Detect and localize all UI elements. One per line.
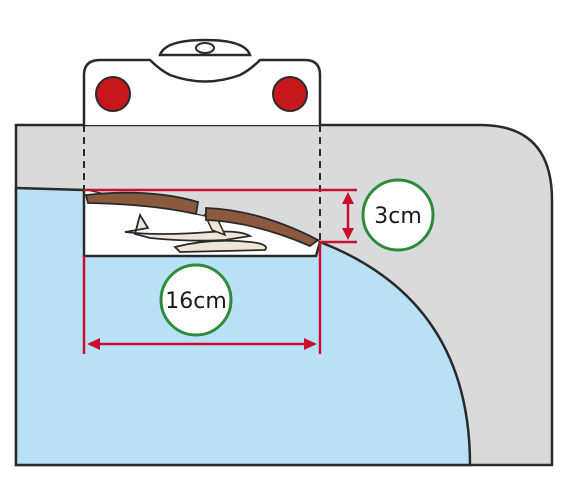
- height-arrow-top: [342, 192, 354, 204]
- mechanism-base: [173, 239, 267, 253]
- height-dimension: 3cm: [84, 178, 435, 252]
- width-badge: [159, 263, 233, 337]
- width-arrow-right: [304, 338, 317, 350]
- height-label: 3cm: [374, 204, 422, 229]
- overflow-cover-icon: [82, 38, 322, 125]
- height-badge: [361, 178, 435, 252]
- wood-cap-right: [205, 207, 320, 248]
- wood-cap-left: [84, 191, 200, 216]
- mechanism-stem: [124, 212, 253, 242]
- width-arrow-left: [87, 338, 100, 350]
- height-arrow-bottom: [342, 228, 354, 240]
- left-indicator-light: [95, 76, 131, 112]
- cover-body: [82, 58, 322, 125]
- cover-knob: [195, 42, 215, 54]
- width-label: 16cm: [165, 289, 227, 314]
- right-indicator-light: [272, 76, 308, 112]
- click-clack-plug-icon: [84, 191, 320, 253]
- width-dimension: 16cm: [82, 242, 322, 354]
